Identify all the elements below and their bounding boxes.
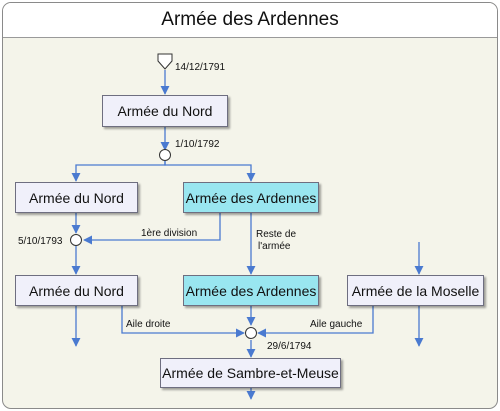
box-armee-du-nord-bottom: Armée du Nord xyxy=(15,275,138,306)
box-armee-de-sambre-et-meuse: Armée de Sambre-et-Meuse xyxy=(160,358,341,388)
diagram-title: Armée des Ardennes xyxy=(3,3,497,38)
edge-ardennes-to-merge1 xyxy=(83,213,221,245)
label-date-merge-1: 5/10/1793 xyxy=(18,236,63,247)
edge-split-to-ardennes xyxy=(164,161,256,182)
box-armee-des-ardennes-1: Armée des Ardennes xyxy=(183,182,319,213)
label-aile-gauche: Aile gauche xyxy=(310,319,363,330)
label-rest-line2: l'armée xyxy=(258,241,291,252)
box-armee-de-la-moselle: Armée de la Moselle xyxy=(347,275,484,306)
label-date-merge-2: 29/6/1794 xyxy=(267,341,312,352)
box-armee-du-nord-left: Armée du Nord xyxy=(15,182,138,213)
box-armee-du-nord-top: Armée du Nord xyxy=(102,95,228,127)
label-first-division: 1ère division xyxy=(141,228,198,239)
merge-node-2-icon xyxy=(245,327,257,339)
label-aile-droite: Aile droite xyxy=(126,319,171,330)
box-armee-des-ardennes-2: Armée des Ardennes xyxy=(183,275,319,306)
edge-split-to-nord-left xyxy=(71,161,166,182)
merge-node-1-icon xyxy=(70,234,82,246)
start-node-icon xyxy=(157,53,173,70)
label-date-split: 1/10/1792 xyxy=(175,139,220,150)
split-node-icon xyxy=(159,149,171,161)
label-rest-line1: Reste de xyxy=(256,229,297,240)
edge-aile-gauche xyxy=(257,306,374,338)
edge-aile-droite xyxy=(121,306,245,338)
label-date-start: 14/12/1791 xyxy=(175,62,226,73)
